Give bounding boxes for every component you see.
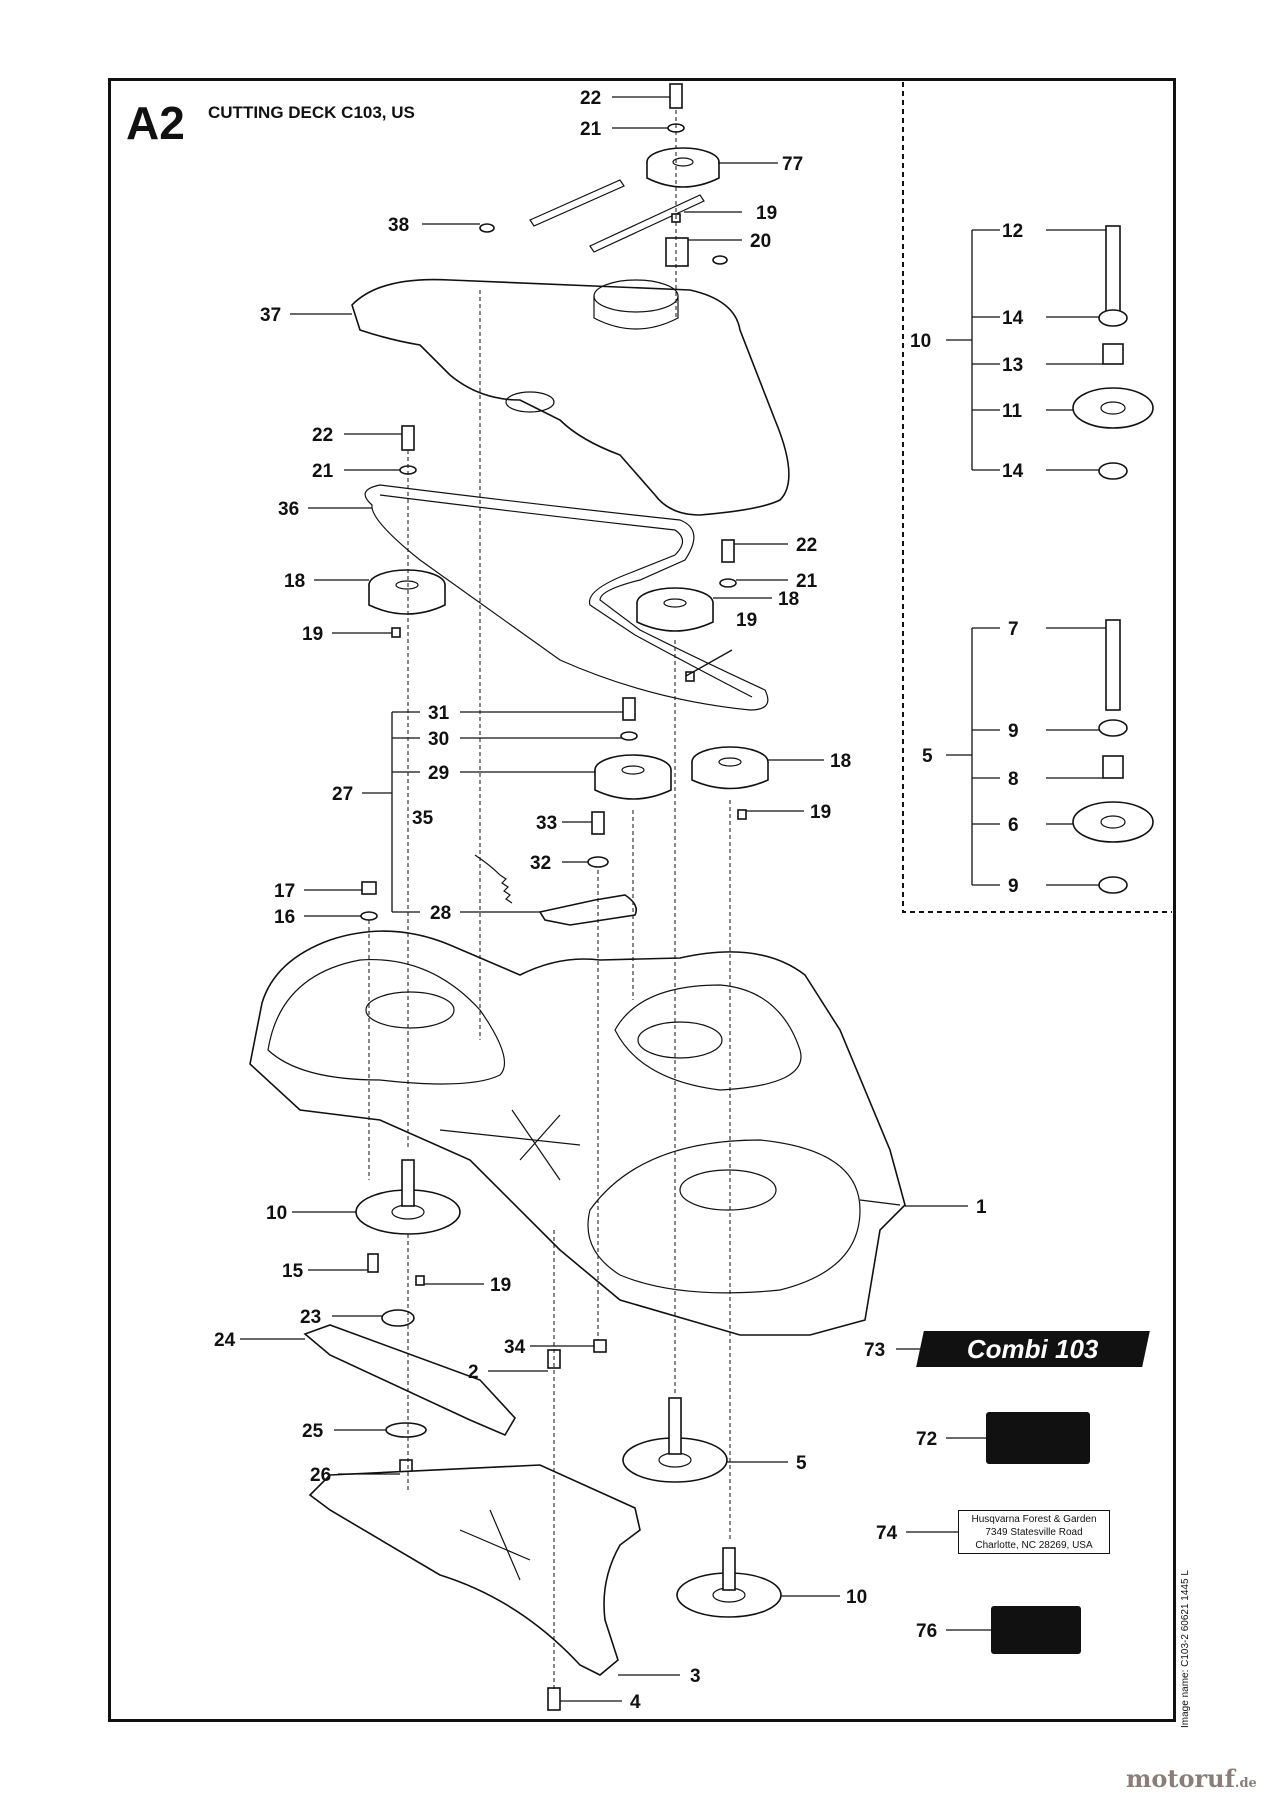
decal-72 bbox=[986, 1412, 1090, 1464]
pulley-top-77 bbox=[529, 147, 720, 253]
callout-24: 24 bbox=[214, 1330, 236, 1351]
spindle-assembly-center-5 bbox=[622, 1397, 728, 1483]
callout-25: 25 bbox=[302, 1421, 324, 1442]
image-name-caption: Image name: C103-2 60621 1445 L bbox=[1180, 1570, 1191, 1728]
callout-31: 31 bbox=[428, 703, 450, 724]
belt-cover bbox=[351, 278, 790, 516]
spindle-kit-10-parts bbox=[1072, 225, 1154, 480]
diagram-frame bbox=[108, 78, 1176, 1722]
watermark-logo: motoruf.de bbox=[1126, 1764, 1257, 1793]
callout-6: 6 bbox=[1008, 815, 1019, 836]
tension-arm bbox=[538, 894, 638, 926]
callout-22: 22 bbox=[796, 535, 817, 556]
diagram-title: CUTTING DECK C103, US bbox=[208, 103, 415, 122]
callout-1: 1 bbox=[976, 1197, 987, 1218]
callout-35: 35 bbox=[412, 808, 434, 829]
alignment-lines bbox=[368, 110, 731, 1690]
callout-10: 10 bbox=[846, 1587, 867, 1608]
kit-leaders bbox=[1046, 229, 1106, 886]
callout-18: 18 bbox=[284, 571, 305, 592]
callout-28: 28 bbox=[430, 903, 451, 924]
model-badge-text: Combi 103 bbox=[967, 1333, 1099, 1364]
callout-38: 38 bbox=[388, 215, 409, 236]
pulley-center-18 bbox=[636, 587, 714, 632]
callout-10: 10 bbox=[910, 331, 931, 352]
callout-21: 21 bbox=[580, 119, 602, 140]
callout-5: 5 bbox=[922, 746, 933, 767]
address-line-2: 7349 Statesville Road bbox=[985, 1527, 1083, 1538]
kit-27-bracket bbox=[362, 711, 420, 913]
callout-17: 17 bbox=[274, 881, 295, 902]
idler-pulley-29 bbox=[594, 754, 672, 800]
callout-26: 26 bbox=[310, 1465, 331, 1486]
callout-13: 13 bbox=[1002, 355, 1023, 376]
kit-box-outline bbox=[902, 82, 1172, 913]
callout-22: 22 bbox=[312, 425, 333, 446]
callout-19: 19 bbox=[810, 802, 831, 823]
callout-16: 16 bbox=[274, 907, 295, 928]
address-line-3: Charlotte, NC 28269, USA bbox=[975, 1540, 1093, 1551]
callout-18: 18 bbox=[830, 751, 851, 772]
callout-33: 33 bbox=[536, 813, 557, 834]
callout-76: 76 bbox=[916, 1621, 937, 1642]
callout-29: 29 bbox=[428, 763, 449, 784]
spindle-kit-5-parts bbox=[1072, 619, 1154, 894]
model-badge: Combi 103 bbox=[916, 1331, 1150, 1367]
callout-leaders bbox=[240, 96, 991, 1702]
mulch-plate bbox=[308, 1464, 641, 1676]
callout-20: 20 bbox=[750, 231, 771, 252]
spindle-assembly-left-10 bbox=[355, 1159, 461, 1235]
callout-5: 5 bbox=[796, 1453, 807, 1474]
address-line-1: Husqvarna Forest & Garden bbox=[971, 1514, 1097, 1525]
pulley-right-18 bbox=[691, 746, 769, 790]
address-label: Husqvarna Forest & Garden 7349 Statesvil… bbox=[958, 1510, 1110, 1554]
callout-23: 23 bbox=[300, 1307, 321, 1328]
callout-18: 18 bbox=[778, 589, 799, 610]
callout-19: 19 bbox=[490, 1275, 511, 1296]
callout-27: 27 bbox=[332, 784, 353, 805]
callout-14: 14 bbox=[1002, 461, 1024, 482]
callout-77: 77 bbox=[782, 154, 803, 175]
callout-30: 30 bbox=[428, 729, 449, 750]
callout-19: 19 bbox=[756, 203, 777, 224]
decal-76 bbox=[991, 1606, 1081, 1654]
callout-19: 19 bbox=[736, 610, 757, 631]
callout-2: 2 bbox=[468, 1362, 479, 1383]
callout-8: 8 bbox=[1008, 769, 1019, 790]
watermark-tld: .de bbox=[1234, 1776, 1257, 1791]
callout-21: 21 bbox=[796, 571, 818, 592]
section-code: A2 bbox=[126, 97, 185, 149]
callout-19: 19 bbox=[302, 624, 323, 645]
kit-10-bracket bbox=[946, 229, 1000, 471]
callout-37: 37 bbox=[260, 305, 281, 326]
callout-22: 22 bbox=[580, 88, 601, 109]
pulley-left-18 bbox=[368, 569, 446, 615]
watermark-brand: motoruf bbox=[1126, 1764, 1235, 1793]
callout-4: 4 bbox=[630, 1692, 641, 1713]
tension-spring bbox=[474, 854, 513, 904]
kit-5-bracket bbox=[946, 627, 1000, 886]
callout-7: 7 bbox=[1008, 619, 1019, 640]
drive-belt bbox=[364, 484, 769, 711]
callout-15: 15 bbox=[282, 1261, 304, 1282]
callout-12: 12 bbox=[1002, 221, 1023, 242]
callout-73: 73 bbox=[864, 1340, 885, 1361]
callout-74: 74 bbox=[876, 1523, 898, 1544]
callout-labels: 22 21 77 19 20 38 37 22 21 36 22 21 18 1… bbox=[214, 88, 1024, 1713]
cutting-deck-housing bbox=[249, 930, 906, 1336]
callout-10: 10 bbox=[266, 1203, 287, 1224]
callout-9: 9 bbox=[1008, 876, 1019, 897]
callout-21: 21 bbox=[312, 461, 334, 482]
mower-blade bbox=[303, 1324, 516, 1437]
callout-9: 9 bbox=[1008, 721, 1019, 742]
callout-32: 32 bbox=[530, 853, 551, 874]
callout-34: 34 bbox=[504, 1337, 526, 1358]
callout-72: 72 bbox=[916, 1429, 937, 1450]
spindle-assembly-right-10 bbox=[676, 1547, 782, 1618]
callout-11: 11 bbox=[1002, 401, 1023, 422]
callout-36: 36 bbox=[278, 499, 299, 520]
callout-14: 14 bbox=[1002, 308, 1024, 329]
callout-3: 3 bbox=[690, 1666, 701, 1687]
